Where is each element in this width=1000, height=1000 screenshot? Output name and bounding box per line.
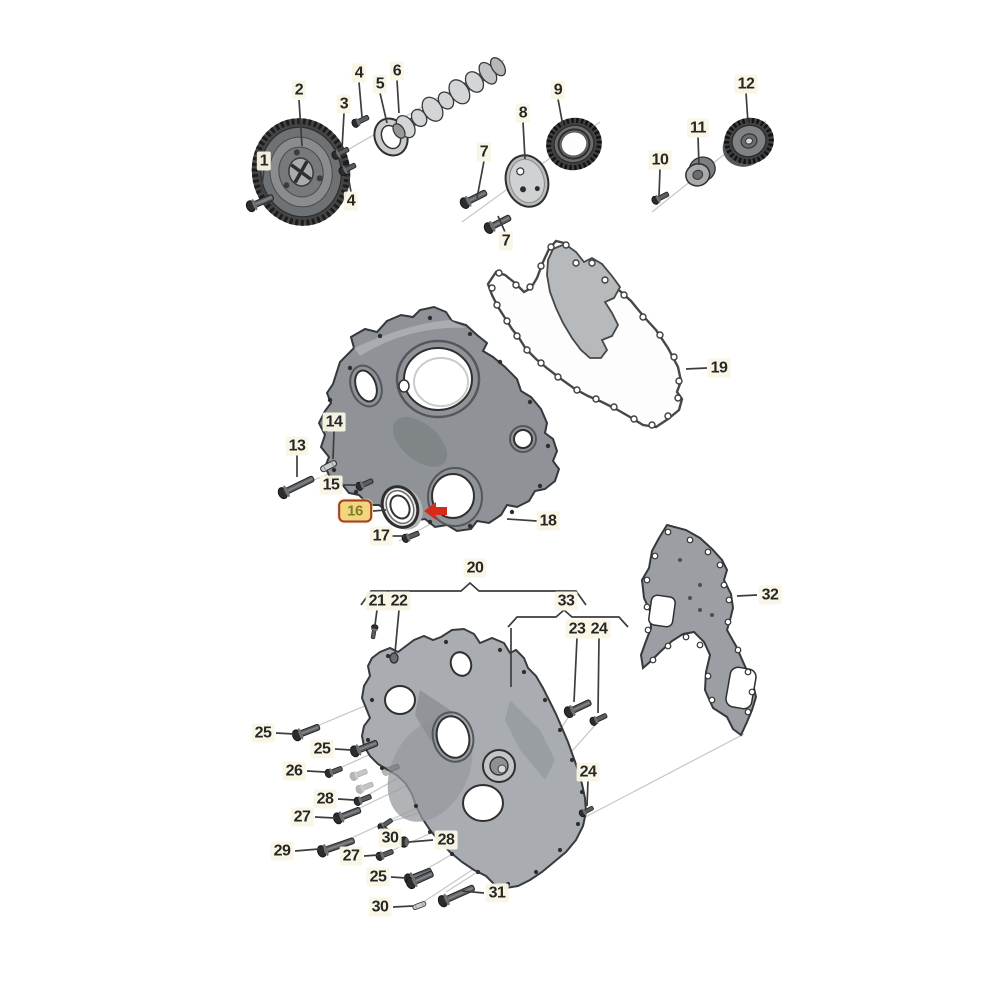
part-callout-28[interactable]: 28 [434,830,458,850]
part-callout-9[interactable]: 9 [550,80,566,100]
part-callout-20[interactable]: 20 [463,558,487,578]
part-callout-1[interactable]: 1 [256,151,272,171]
part-callout-15[interactable]: 15 [319,475,343,495]
part-callout-27[interactable]: 27 [290,807,314,827]
part-callout-25[interactable]: 25 [251,723,275,743]
part-11-hub-drawing [685,156,716,187]
part-callout-17[interactable]: 17 [369,526,393,546]
part-callout-32[interactable]: 32 [758,585,782,605]
part-callout-14[interactable]: 14 [322,412,346,432]
part-12-gear-drawing [722,117,774,167]
part-callout-3[interactable]: 3 [336,94,352,114]
part-callout-30[interactable]: 30 [368,897,392,917]
part-callout-10[interactable]: 10 [648,150,672,170]
part-20-lower-case-drawing [360,627,588,890]
part-callout-16[interactable]: 16 [338,499,372,523]
part-callout-23[interactable]: 23 [565,619,589,639]
part-callout-26[interactable]: 26 [282,761,306,781]
part-callout-18[interactable]: 18 [536,511,560,531]
part-callout-7[interactable]: 7 [498,231,514,251]
part-callout-19[interactable]: 19 [707,358,731,378]
part-callout-7[interactable]: 7 [476,142,492,162]
part-callout-31[interactable]: 31 [485,883,509,903]
part-9-gear-ring-drawing [546,117,602,171]
part-callout-29[interactable]: 29 [270,841,294,861]
part-32-gasket-drawing [639,523,758,737]
bracket-group-20 [360,581,587,606]
part-2-camshaft-gear-drawing [251,118,351,226]
part-callout-8[interactable]: 8 [515,103,531,123]
part-callout-13[interactable]: 13 [285,436,309,456]
part-22-ring-drawing [389,652,399,664]
part-callout-25[interactable]: 25 [366,867,390,887]
part-callout-25[interactable]: 25 [310,739,334,759]
part-callout-4[interactable]: 4 [343,191,359,211]
part-callout-30[interactable]: 30 [378,828,402,848]
leader-lines [260,79,758,908]
part-19-gasket-drawing [486,239,684,429]
selection-arrow-icon [424,502,447,520]
part-callout-27[interactable]: 27 [339,846,363,866]
part-callout-6[interactable]: 6 [389,61,405,81]
part-callout-12[interactable]: 12 [734,74,758,94]
part-callout-24[interactable]: 24 [587,619,611,639]
part-callout-28[interactable]: 28 [313,789,337,809]
part-callout-22[interactable]: 22 [387,591,411,611]
part-callout-21[interactable]: 21 [365,591,389,611]
part-callout-4[interactable]: 4 [351,63,367,83]
part-6-camshaft-drawing [392,57,507,139]
part-callout-24[interactable]: 24 [576,762,600,782]
part-callout-11[interactable]: 11 [687,118,709,138]
part-callout-2[interactable]: 2 [291,80,307,100]
part-16-seal-ring-drawing [380,485,423,530]
part-callout-33[interactable]: 33 [554,591,578,611]
part-callout-5[interactable]: 5 [372,74,388,94]
part-8-plate-drawing [504,154,550,208]
